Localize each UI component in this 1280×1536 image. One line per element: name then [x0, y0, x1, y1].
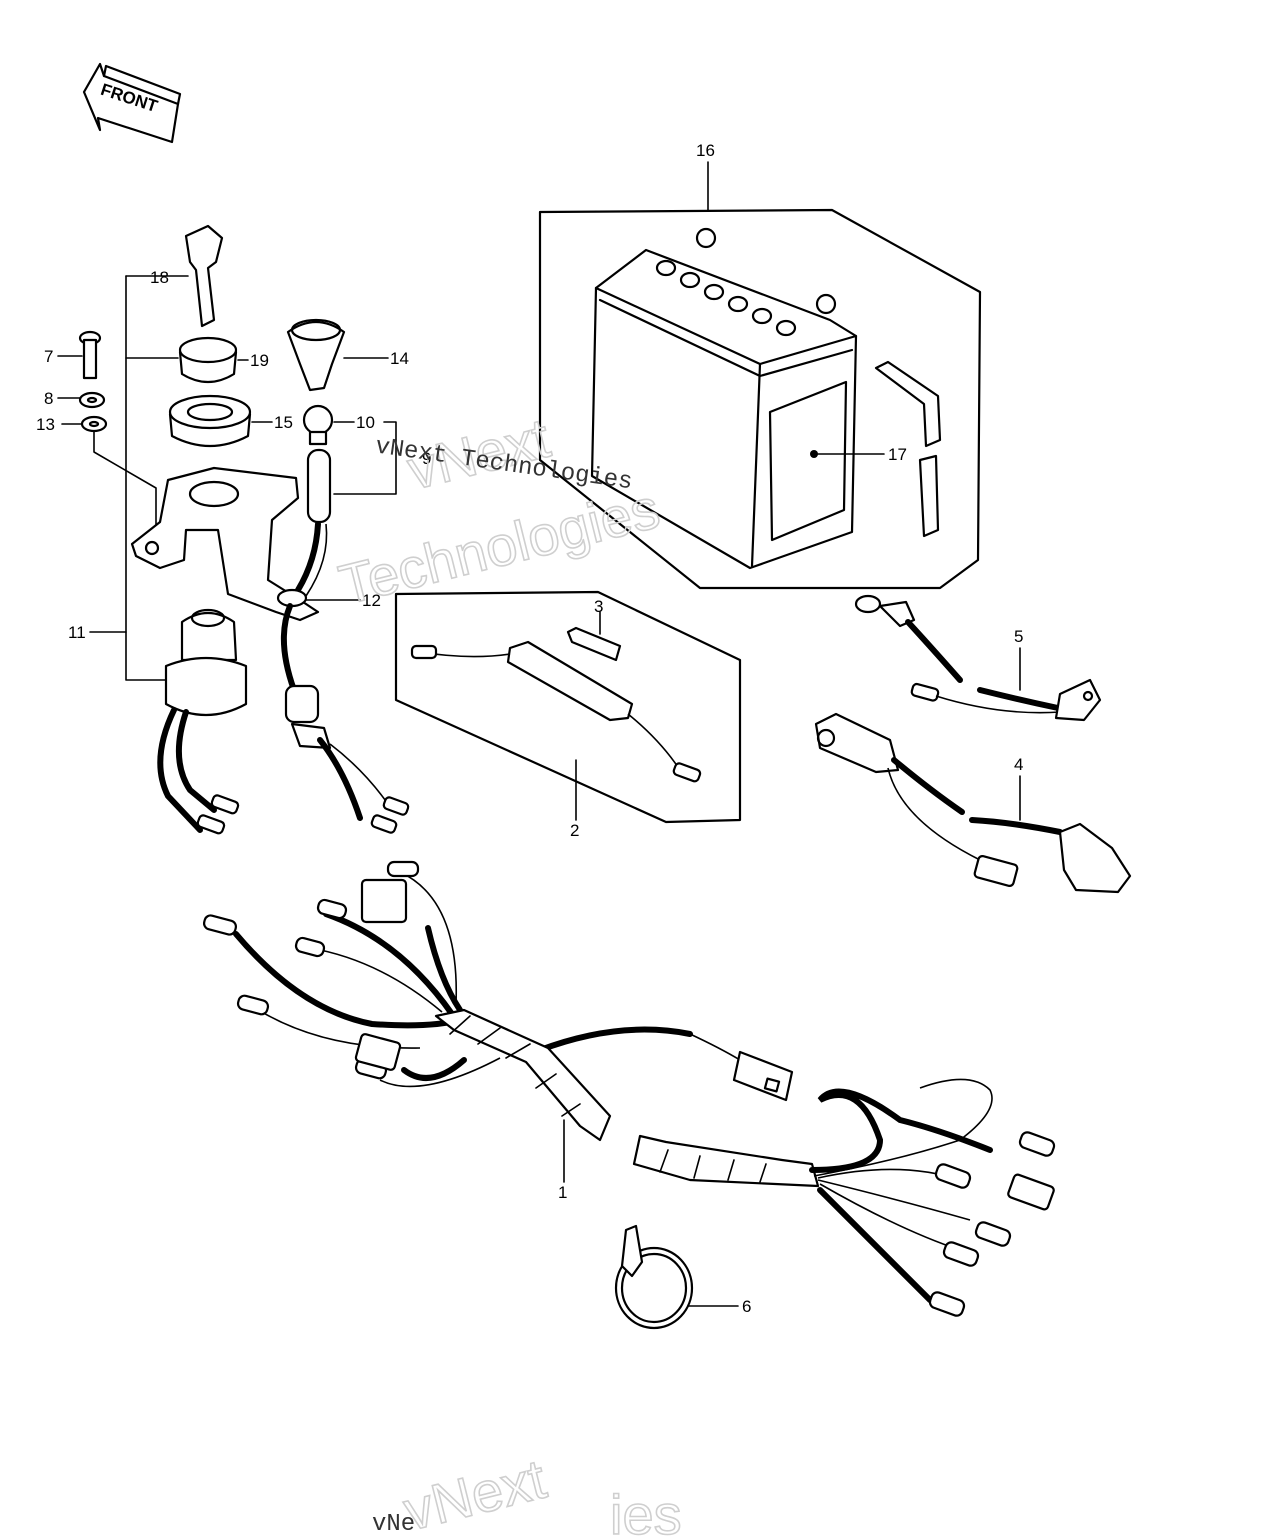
- watermark-bottom-large: vNext: [398, 1447, 553, 1536]
- callout-1: 1: [558, 1183, 567, 1202]
- pilot-lamp-group: 14 10 9 12: [276, 318, 431, 834]
- ignition-switch-group: 18 19 7 8 13 15: [36, 224, 320, 835]
- watermark-brand-large-2: Technologies: [333, 476, 665, 616]
- callout-16: 16: [696, 141, 715, 160]
- watermark-bottom-small: vNe: [372, 1511, 415, 1536]
- callout-6: 6: [742, 1297, 751, 1316]
- callout-19: 19: [250, 351, 269, 370]
- battery-group: 16 17: [538, 141, 982, 590]
- callout-7: 7: [44, 347, 53, 366]
- callout-15: 15: [274, 413, 293, 432]
- front-arrow: FRONT: [82, 62, 182, 144]
- callout-18: 18: [150, 268, 169, 287]
- watermark: vNext Technologies vNext Technologies vN…: [332, 405, 682, 1536]
- callout-13: 13: [36, 415, 55, 434]
- callout-11: 11: [68, 623, 86, 642]
- callout-5: 5: [1014, 627, 1023, 646]
- resistor-group: 2 3: [394, 590, 742, 840]
- band-clamp: 6: [614, 1224, 751, 1330]
- callout-10: 10: [356, 413, 375, 432]
- callout-3: 3: [594, 597, 603, 616]
- callout-2: 2: [570, 821, 579, 840]
- battery-cell-caps: [655, 259, 797, 337]
- wiring-harness: 1: [202, 860, 1056, 1317]
- callout-14: 14: [390, 349, 409, 368]
- watermark-bottom-partial: ies: [610, 1483, 682, 1536]
- callout-12: 12: [362, 591, 381, 610]
- callout-4: 4: [1014, 755, 1023, 774]
- callout-17: 17: [888, 445, 907, 464]
- battery-cables: 5 4: [814, 594, 1132, 894]
- callout-8: 8: [44, 389, 53, 408]
- callout-9: 9: [422, 449, 431, 468]
